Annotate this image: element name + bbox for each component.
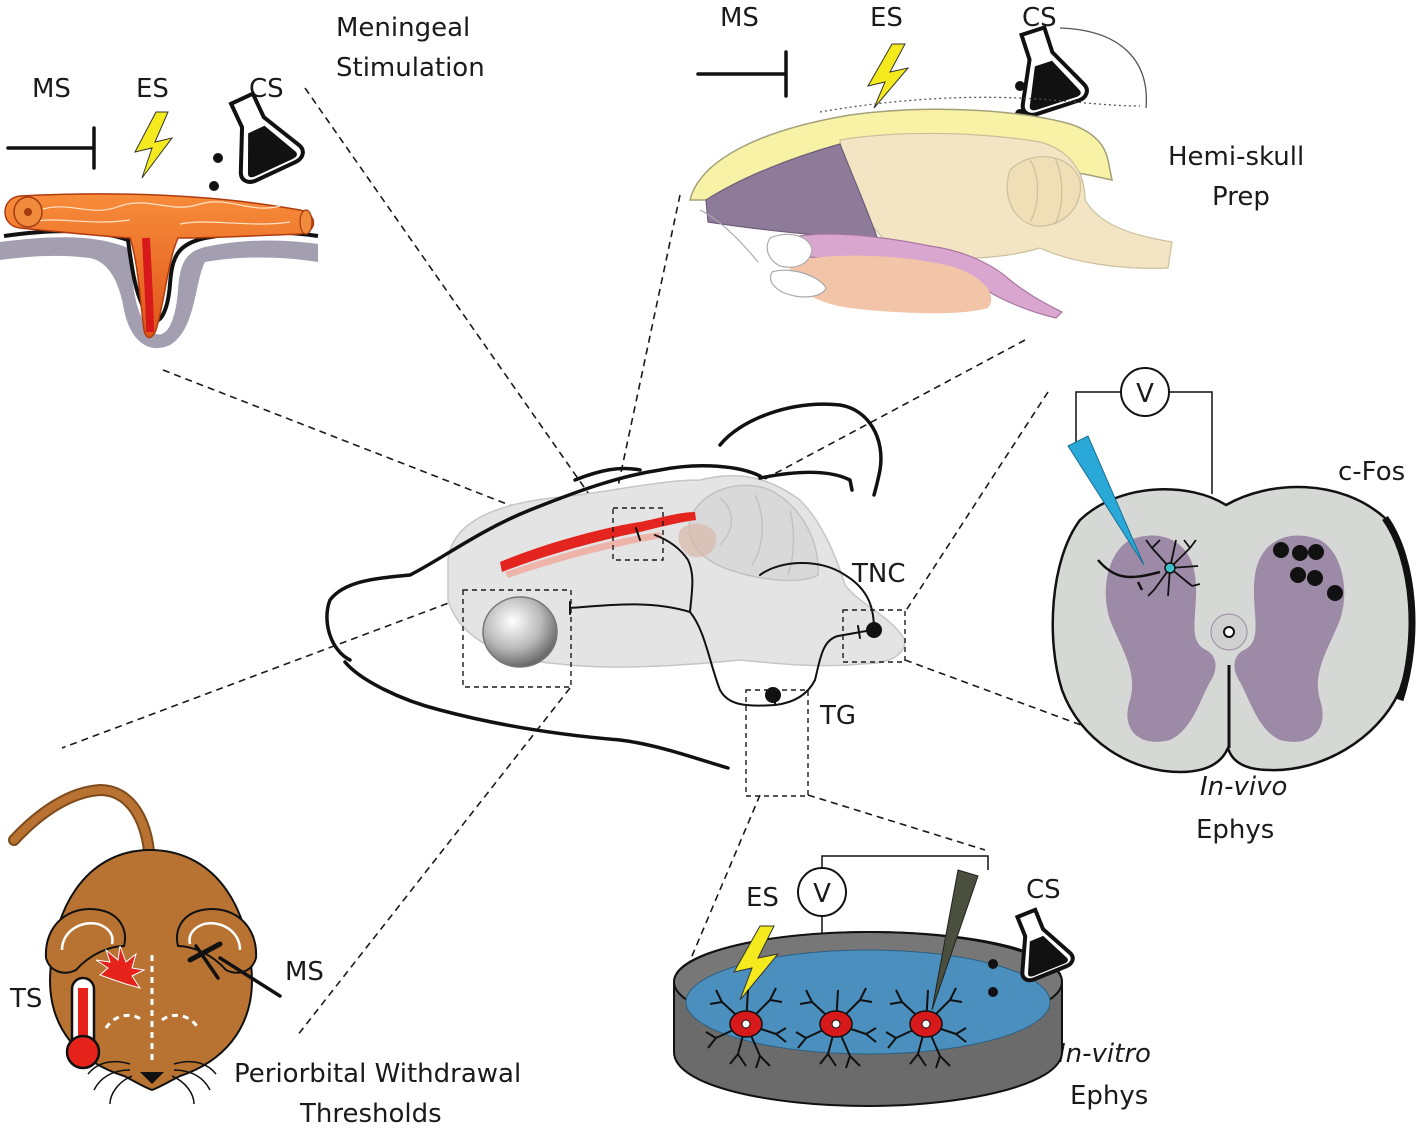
- flask-icon: [228, 90, 305, 184]
- es-label-1: ES: [136, 74, 169, 104]
- mechanical-probe-icon: [194, 944, 282, 998]
- flask-icon: [1018, 24, 1089, 117]
- meningeal-vessel: [4, 193, 315, 339]
- cerebellum: [688, 484, 819, 582]
- periorbital-line1: Periorbital Withdrawal: [234, 1059, 521, 1089]
- meningeal-title-line1: Meningeal: [336, 13, 470, 43]
- gray-matter: [1105, 535, 1216, 742]
- mouse-ear-right: [176, 908, 258, 974]
- tnc-label: TNC: [851, 559, 906, 589]
- neuron-icon: [1097, 539, 1201, 597]
- lightning-icon: [733, 925, 780, 1001]
- ms-label-3: MS: [285, 957, 324, 987]
- meningeal-vessel-strip: [500, 512, 696, 572]
- lightning-icon: [866, 43, 910, 109]
- tnc-neuron-dot: [866, 622, 882, 638]
- tg-label: TG: [819, 701, 856, 731]
- thermometer-icon: [65, 945, 146, 1070]
- voltmeter-icon: V: [797, 867, 847, 917]
- tg-box: [745, 689, 809, 797]
- ms-label-1: MS: [32, 74, 71, 104]
- mouse-ear-left: [44, 908, 126, 974]
- rat-head-diagram: TNC TG: [325, 402, 906, 797]
- in-vitro-italic: In-vitro: [1058, 1039, 1151, 1069]
- tg-ganglion-dot: [765, 687, 781, 703]
- neuron-icon: [795, 987, 877, 1069]
- head-outline: [325, 463, 762, 662]
- meningeal-title-line2: Stimulation: [336, 53, 485, 83]
- voltmeter-icon: V: [1120, 367, 1170, 417]
- recording-electrode-icon: [1067, 435, 1145, 566]
- cfos-label: c-Fos: [1338, 457, 1405, 487]
- eye-icon: [482, 596, 558, 668]
- in-vivo-italic: In-vivo: [1200, 772, 1287, 802]
- cerebrum-purple: [705, 143, 879, 241]
- ms-label-2: MS: [720, 3, 759, 33]
- cfos-dots: [1273, 542, 1343, 601]
- trigeminal-nerve: [569, 603, 873, 707]
- ts-label: TS: [9, 984, 42, 1014]
- meningeal-box: [612, 507, 664, 561]
- periorbital-line2: Thresholds: [299, 1099, 442, 1129]
- hemi-title-line2: Prep: [1212, 182, 1270, 212]
- es-label-2: ES: [870, 3, 903, 33]
- in-vivo-panel: c-Fos In-vivo Ephys V: [1051, 367, 1416, 845]
- neuron-icon: [885, 987, 967, 1069]
- cs-label-3: CS: [1026, 875, 1061, 905]
- in-vivo-ephys: Ephys: [1196, 815, 1274, 845]
- olfactory-area: [678, 523, 717, 558]
- pipette-icon: [931, 869, 979, 1011]
- hemi-title-line1: Hemi-skull: [1168, 142, 1304, 172]
- neuron-icon: [705, 987, 787, 1069]
- flask-icon: [1014, 907, 1075, 983]
- svg-text:V: V: [813, 879, 831, 909]
- mechanical-probe-icon: [696, 50, 788, 98]
- tnc-box: [842, 609, 906, 663]
- cultured-neurons: [705, 987, 967, 1069]
- lightning-icon: [134, 111, 174, 179]
- svg-text:V: V: [1136, 379, 1154, 409]
- in-vitro-ephys: Ephys: [1070, 1081, 1148, 1111]
- meningeal-stimulation-panel: Meningeal Stimulation MS ES CS: [0, 13, 485, 349]
- hemi-skull-panel: MS ES CS Hemi-skull Prep: [689, 3, 1304, 319]
- cortex-peach: [789, 255, 992, 314]
- dura-layer: [0, 237, 318, 349]
- mouse-whiskers: [87, 1060, 217, 1105]
- in-vitro-panel: ES CS In-vitro Ephys V: [673, 855, 1151, 1111]
- central-canal: [1223, 626, 1235, 638]
- eye-box: [462, 589, 572, 688]
- ear-outline: [718, 402, 883, 497]
- mechanical-probe-icon: [6, 126, 96, 170]
- es-label-3: ES: [746, 883, 779, 913]
- periorbital-panel: TS MS Periorbital Withdrawal Thresholds: [8, 783, 521, 1129]
